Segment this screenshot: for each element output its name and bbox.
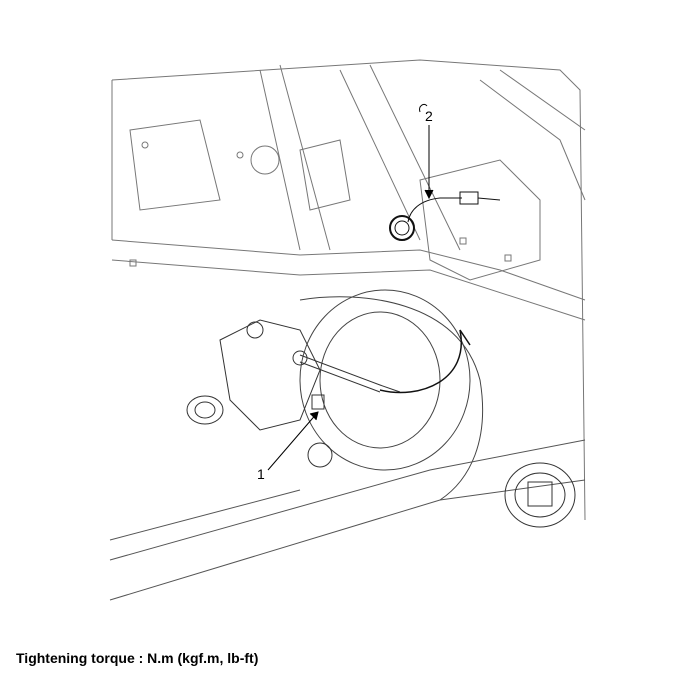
- leader-lines: [267, 125, 434, 471]
- lower-arm: [109, 439, 586, 601]
- rear-suspension-line-drawing: [109, 59, 586, 601]
- clip-icon: [419, 103, 428, 113]
- callout-2: 2: [425, 108, 433, 124]
- wheel-speed-sensor-harness: [379, 191, 501, 394]
- body-frame-lines: [111, 59, 586, 521]
- callout-1: 1: [257, 466, 265, 482]
- bushing-mount: [504, 462, 576, 528]
- brake-disc: [299, 289, 484, 501]
- tightening-torque-caption: Tightening torque : N.m (kgf.m, lb-ft): [16, 650, 259, 666]
- knuckle-assembly: [186, 319, 401, 468]
